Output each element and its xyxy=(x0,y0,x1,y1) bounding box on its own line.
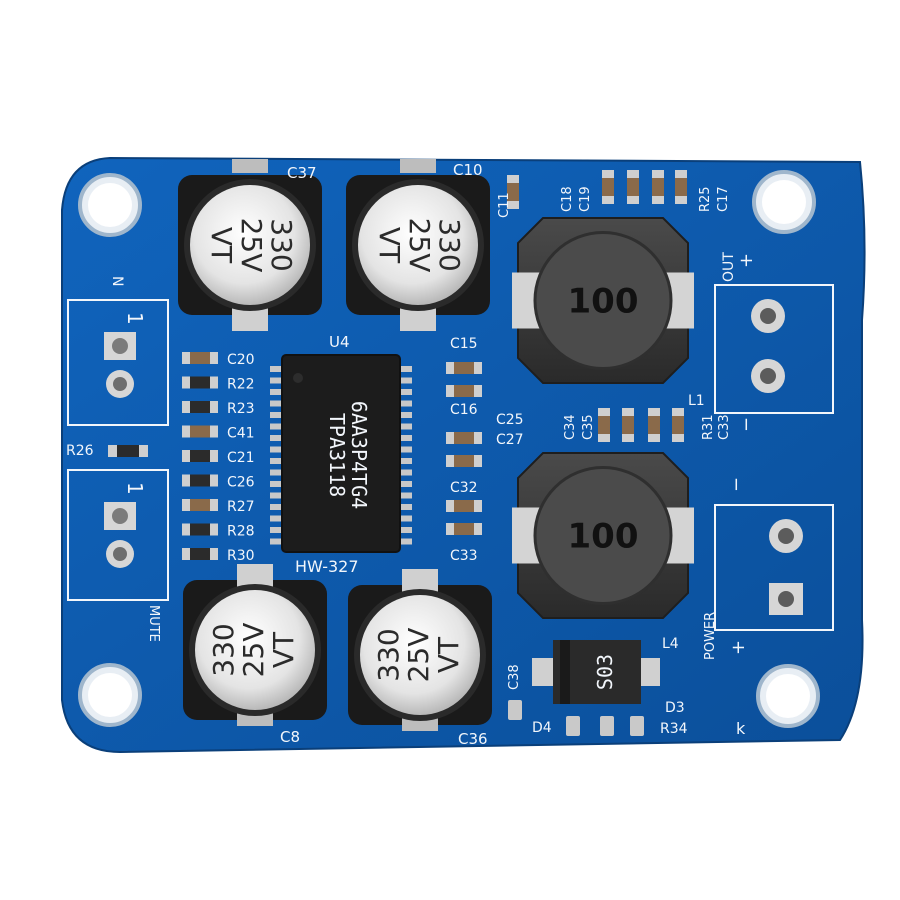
label-l1: L1 xyxy=(688,393,705,409)
label-out-plus: + xyxy=(736,253,757,268)
capacitor-marking: 25V xyxy=(403,218,436,273)
label-r26: R26 xyxy=(66,443,94,459)
label-out: OUT xyxy=(721,252,737,282)
label-c34: C34 xyxy=(563,414,578,440)
label-c18: C18 xyxy=(560,186,575,212)
label-c17: C17 xyxy=(716,186,731,212)
label-power: POWER xyxy=(703,612,718,660)
label-c11: C11 xyxy=(497,192,512,218)
label-cap-c8: C8 xyxy=(280,728,300,746)
label-cap-c37: C37 xyxy=(287,164,317,182)
capacitor-marking: 330 xyxy=(433,218,466,271)
label-model: HW-327 xyxy=(295,557,359,576)
smd-right-column xyxy=(108,362,482,535)
label-d4: D4 xyxy=(532,720,552,736)
label-mute: MUTE xyxy=(146,605,161,642)
label-c41: C41 xyxy=(227,426,255,442)
label-k: k xyxy=(736,719,746,738)
capacitor-marking: 25V xyxy=(402,628,435,683)
capacitor-marking: VT xyxy=(373,227,406,264)
label-r30: R30 xyxy=(227,548,255,564)
capacitor-marking: 330 xyxy=(207,623,240,676)
label-r34: R34 xyxy=(660,721,688,737)
capacitor-marking: 25V xyxy=(235,218,268,273)
input-header-pads xyxy=(104,332,136,568)
label-c33b: C33 xyxy=(717,414,732,440)
inductor-marking: 100 xyxy=(568,517,639,557)
label-c35: C35 xyxy=(581,414,596,440)
label-c21: C21 xyxy=(227,450,255,466)
label-c20: C20 xyxy=(227,352,255,368)
mounting-holes xyxy=(78,170,820,728)
smd-left-column xyxy=(182,352,218,560)
terminal-outlines xyxy=(714,284,834,631)
label-out-minus: − xyxy=(736,417,757,432)
label-c27: C27 xyxy=(496,432,524,448)
label-c19: C19 xyxy=(578,186,593,212)
inductor-marking: 100 xyxy=(568,282,639,322)
inductor-l4: 100 xyxy=(512,452,694,619)
label-n: N xyxy=(109,276,125,286)
label-l4: L4 xyxy=(662,636,679,652)
label-one-a: 1 xyxy=(123,312,147,325)
inductor-l1: 100 xyxy=(512,217,694,384)
label-r27: R27 xyxy=(227,499,255,515)
power-inductors: 100 100 xyxy=(512,217,694,619)
rectifier-diode: S03 xyxy=(532,640,660,704)
label-c33: C33 xyxy=(450,548,478,564)
chip-marking-line2: TPA3118 xyxy=(325,413,349,497)
terminal-pads xyxy=(751,299,803,615)
input-headers xyxy=(67,299,169,601)
label-c15: C15 xyxy=(450,336,478,352)
label-r22: R22 xyxy=(227,377,255,393)
label-power-minus: − xyxy=(726,477,747,492)
label-d3: D3 xyxy=(665,700,685,716)
capacitor-marking: VT xyxy=(432,636,465,673)
label-r28: R28 xyxy=(227,524,255,540)
label-cap-c10: C10 xyxy=(453,161,483,179)
capacitor-marking: 330 xyxy=(265,218,298,271)
smd-top-row xyxy=(507,170,687,736)
chip-marking-line1: 6AA3P4TG4 xyxy=(347,401,371,509)
label-c25: C25 xyxy=(496,412,524,428)
capacitor-marking: 25V xyxy=(237,623,270,678)
label-c16: C16 xyxy=(450,402,478,418)
label-r23: R23 xyxy=(227,401,255,417)
label-c38: C38 xyxy=(507,664,522,690)
capacitor-marking: VT xyxy=(267,631,300,668)
capacitor-marking: 330 xyxy=(372,628,405,681)
amplifier-chip: 6AA3P4TG4 TPA3118 xyxy=(270,354,412,553)
label-r31: R31 xyxy=(701,414,716,440)
label-one-b: 1 xyxy=(123,482,147,495)
label-power-plus: + xyxy=(728,640,749,655)
silkscreen-labels: U4 HW-327 C37 C10 C8 C36 L1 L4 D3 C25 C2… xyxy=(66,161,757,748)
label-u4: U4 xyxy=(329,333,350,351)
label-cap-c36: C36 xyxy=(458,730,488,748)
label-c32: C32 xyxy=(450,480,478,496)
label-c26: C26 xyxy=(227,475,255,491)
capacitor-marking: VT xyxy=(205,227,238,264)
diode-marking: S03 xyxy=(593,654,617,690)
label-r25: R25 xyxy=(698,186,713,212)
